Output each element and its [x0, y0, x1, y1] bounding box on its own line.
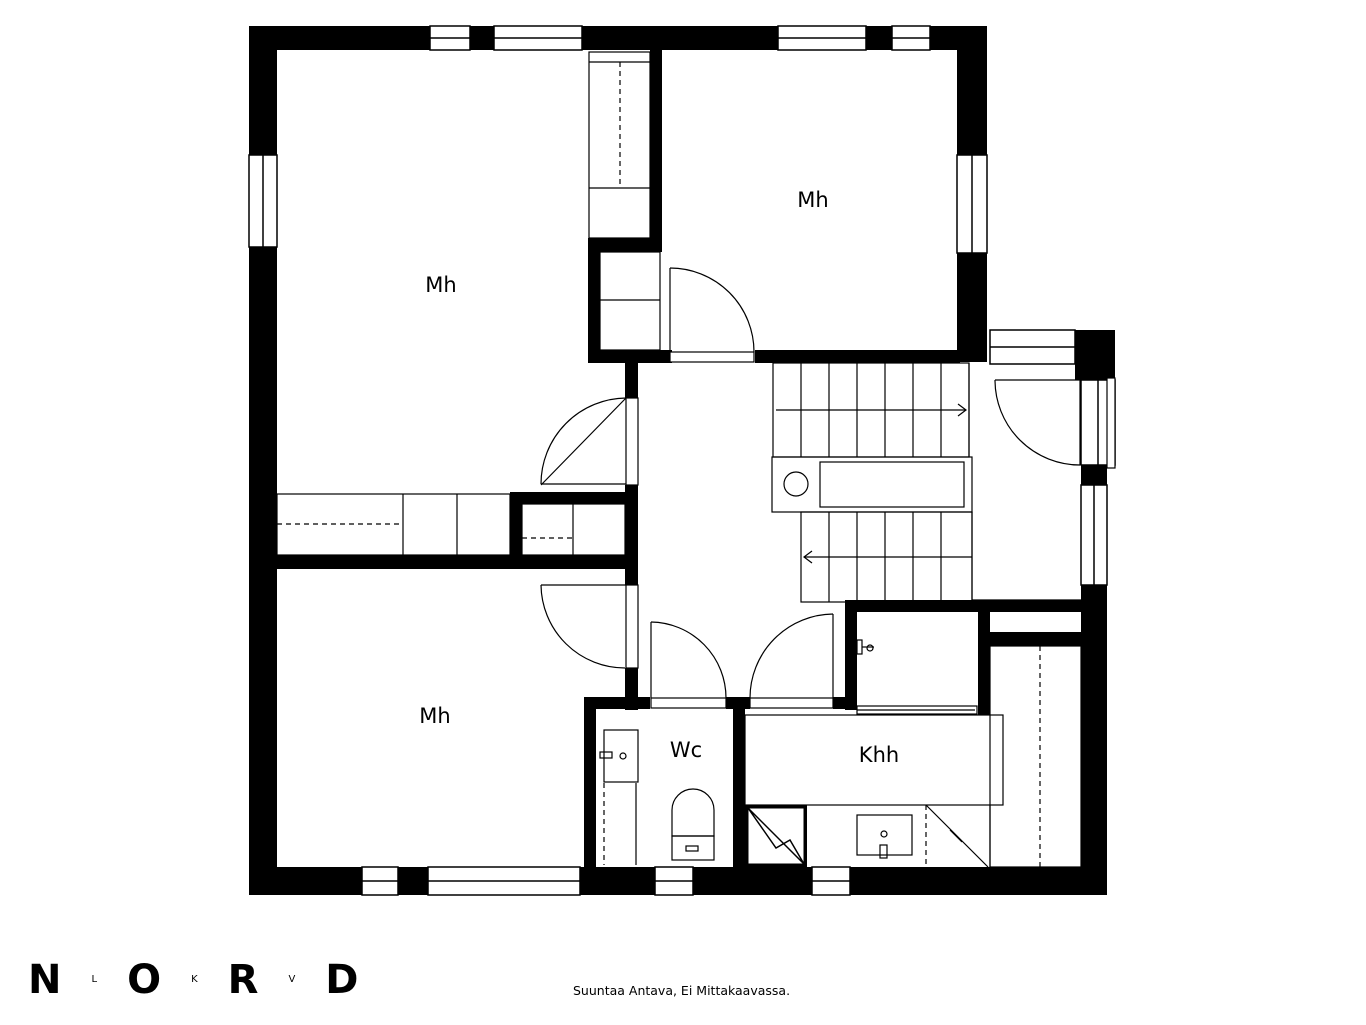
shaft-zigzag — [747, 807, 805, 865]
logo-letter-r: R — [227, 957, 259, 1003]
interior-walls — [277, 50, 1085, 869]
logo-letter-k: K — [191, 974, 198, 985]
room-label-wc: Wc — [670, 738, 702, 762]
logo-letter-v: V — [288, 974, 296, 985]
windows — [248, 25, 1116, 896]
khh-fixtures — [744, 639, 1082, 868]
disclaimer-caption: Suuntaa Antava, Ei Mittakaavassa. — [573, 983, 791, 998]
logo-letter-o: O — [127, 957, 162, 1003]
logo-letter-l: L — [91, 974, 98, 985]
stairs — [771, 362, 1081, 603]
room-label-khh: Khh — [859, 743, 899, 767]
room-label-mh-bottom-left: Mh — [419, 704, 450, 728]
room-label-mh-top-right: Mh — [797, 188, 828, 212]
logo-letter-d: D — [325, 957, 359, 1003]
wardrobes — [276, 51, 661, 556]
doors — [540, 267, 1116, 709]
floor-plan: Mh Mh Mh Wc Khh — [248, 25, 1116, 896]
room-label-mh-top-left: Mh — [425, 273, 456, 297]
wc-fixtures — [599, 729, 715, 865]
nord-logo: N L O K R V D — [28, 957, 359, 1003]
logo-letter-n: N — [28, 957, 62, 1003]
